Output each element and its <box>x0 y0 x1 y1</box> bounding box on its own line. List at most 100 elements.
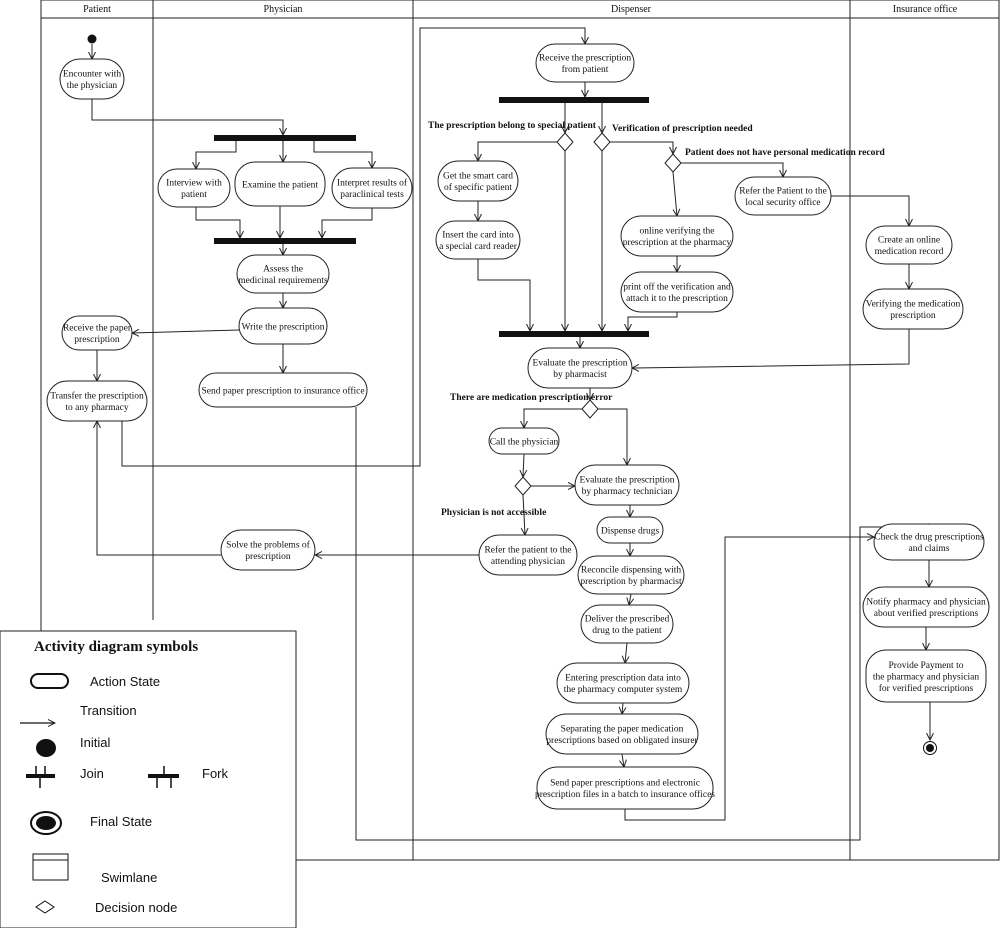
legend-action-state-icon <box>30 673 69 689</box>
legend-initial-label: Initial <box>80 735 110 750</box>
action-examine-line-0: Examine the patient <box>242 180 318 190</box>
decision-no-record <box>664 153 682 173</box>
transition-32 <box>524 408 582 428</box>
legend-swimlane-label: Swimlane <box>101 870 157 885</box>
action-evaluate-pharmacist-line-0: Evaluate the prescription <box>533 359 628 369</box>
action-reconcile-line-0: Reconcile dispensing with <box>581 566 682 576</box>
action-interview-line-1: patient <box>181 190 207 200</box>
action-check-claims-line-0: Check the drug prescriptions <box>874 533 984 543</box>
decisions <box>514 132 682 496</box>
action-deliver-line-0: Deliver the prescribed <box>585 615 670 625</box>
legend-initial-icon <box>36 739 56 757</box>
action-send-batch-line-0: Send paper prescriptions and electronic <box>550 779 700 789</box>
decision-physician-accessible <box>514 476 532 496</box>
action-provide-line-2: for verified prescriptions <box>879 683 974 694</box>
action-call-physician-line-0: Call the physician <box>490 437 559 447</box>
decision-special-patient <box>556 132 574 152</box>
lane-header-patient: Patient <box>83 4 111 15</box>
action-reconcile-line-1: prescription by pharmacist <box>580 577 682 587</box>
action-solve-line-1: prescription <box>245 552 291 562</box>
lane-header-insurance: Insurance office <box>893 4 958 15</box>
legend-decision-icon <box>35 900 55 914</box>
transition-44 <box>622 753 624 767</box>
action-deliver-line-1: drug to the patient <box>592 626 662 636</box>
bars <box>214 97 649 337</box>
action-provide-line-1: the pharmacy and physician <box>873 672 980 682</box>
transition-22 <box>610 141 673 154</box>
action-dispense: Dispense drugs <box>596 516 664 544</box>
transition-36 <box>523 494 525 535</box>
transition-2 <box>196 141 237 169</box>
initial-node <box>87 34 97 44</box>
fork-bar-physician <box>214 135 356 141</box>
action-send-paper-line-0: Send paper prescription to insurance off… <box>201 385 364 396</box>
lane-header-physician: Physician <box>264 4 303 15</box>
action-print-off-line-1: attach it to the prescription <box>626 294 728 304</box>
action-encounter-line-0: Encounter with <box>63 70 122 80</box>
legend-swimlane-icon <box>32 853 69 881</box>
final-node-inner <box>926 744 934 752</box>
transition-23 <box>673 171 677 216</box>
action-transfer-line-1: to any pharmacy <box>65 403 129 413</box>
action-solve-line-0: Solve the problems of <box>226 540 310 551</box>
decision-verification <box>593 132 611 152</box>
transition-5 <box>195 207 240 238</box>
action-transfer-line-0: Transfer the prescription <box>50 391 144 402</box>
legend-final-label: Final State <box>90 814 152 829</box>
action-print-off-line-0: print off the verification and <box>623 282 731 293</box>
action-send-batch: Send paper prescriptions and electronicp… <box>535 766 715 810</box>
transition-7 <box>322 208 373 238</box>
action-call-physician: Call the physician <box>488 427 560 455</box>
action-entering-line-1: the pharmacy computer system <box>564 685 683 695</box>
action-receive-paper-line-0: Receive the paper <box>63 324 132 334</box>
transition-42 <box>625 642 627 663</box>
action-separating: Separating the paper medicationprescript… <box>545 713 699 755</box>
condition-no-record: Patient does not have personal medicatio… <box>685 148 886 158</box>
action-evaluate-tech-line-0: Evaluate the prescription <box>580 476 675 486</box>
action-refer-security-line-1: local security office <box>745 197 820 208</box>
transition-13 <box>121 27 585 467</box>
legend: Activity diagram symbols Action State Tr… <box>0 630 297 928</box>
legend-title: Activity diagram symbols <box>34 639 198 655</box>
action-notify-line-0: Notify pharmacy and physician <box>866 597 986 608</box>
swimlanes: Patient Physician Dispenser Insurance of… <box>40 0 1000 861</box>
action-refer-attending-line-0: Refer the patient to the <box>484 545 571 556</box>
transition-4 <box>313 141 372 168</box>
action-evaluate-tech-line-1: by pharmacy technician <box>582 487 673 497</box>
action-online-verify-line-0: online verifying the <box>640 226 715 237</box>
join-bar-physician <box>214 238 356 244</box>
action-examine: Examine the patient <box>234 161 326 207</box>
legend-join-label: Join <box>80 766 104 781</box>
action-evaluate-pharmacist-line-1: by pharmacist <box>553 370 607 380</box>
action-refer-security-line-0: Refer the Patient to the <box>739 186 827 197</box>
transition-33 <box>598 408 627 465</box>
action-separating-line-1: prescriptions based on obligated insurer <box>546 736 698 746</box>
action-dispense-line-0: Dispense drugs <box>601 526 660 536</box>
legend-decision-label: Decision node <box>95 900 177 915</box>
action-refer-attending-line-1: attending physician <box>491 557 565 567</box>
action-receive-patient-line-1: from patient <box>562 64 609 75</box>
action-interpret-line-1: paraclinical tests <box>340 190 404 200</box>
action-notify-line-1: about verified prescriptions <box>874 608 979 619</box>
transition-26 <box>681 162 783 177</box>
action-get-card-line-1: of specific patient <box>444 182 512 193</box>
transition-38 <box>97 421 221 556</box>
legend-fork-icon <box>148 766 179 788</box>
action-interpret-line-0: Interpret results of <box>337 178 408 189</box>
action-assess-line-1: medicinal requirements <box>238 276 328 286</box>
